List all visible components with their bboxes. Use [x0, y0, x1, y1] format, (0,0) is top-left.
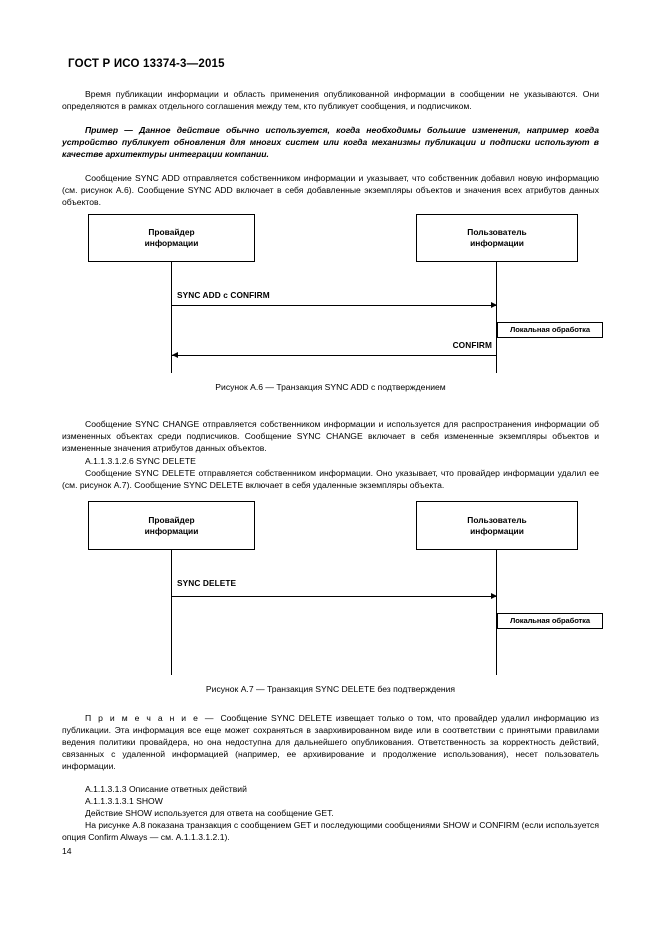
figure-a7-message-line-sync-delete: [172, 596, 497, 597]
paragraph-text: Время публикации информации и область пр…: [62, 89, 599, 112]
figure-a6-message-label-confirm: CONFIRM: [452, 340, 492, 350]
note-paragraph: П р и м е ч а н и е — Сообщение SYNC DEL…: [62, 712, 599, 772]
figure-a7-lifeline-provider: [171, 550, 172, 675]
figure-a7-message-label-sync-delete: SYNC DELETE: [177, 578, 237, 588]
figure-a6-lifeline-provider: [171, 262, 172, 373]
paragraph-text: Сообщение SYNC ADD отправляется собствен…: [62, 173, 599, 208]
heading-response-description: А.1.1.3.1.3 Описание ответных действий: [85, 784, 247, 794]
figure-a6-actor-information-provider: Провайдер информации: [88, 214, 255, 262]
figure-a7-caption: Рисунок А.7 — Транзакция SYNC DELETE без…: [205, 684, 456, 694]
paragraph-text: На рисунке А.8 показана транзакция с соо…: [62, 820, 599, 843]
paragraph-text: Сообщение SYNC CHANGE отправляется собст…: [62, 419, 599, 454]
example-text: Пример — Данное действие обычно использу…: [62, 125, 599, 160]
actor-label-line2: информации: [470, 525, 524, 536]
figure-a7-local-processing-box: Локальная обработка: [497, 613, 603, 629]
figure-a6-local-processing-box: Локальная обработка: [497, 322, 603, 338]
figure-a7-lifeline-user: [496, 550, 497, 675]
paragraph-sync-change: Сообщение SYNC CHANGE отправляется собст…: [62, 418, 599, 454]
actor-label-line1: Пользователь: [467, 514, 527, 525]
paragraph-show-action: Действие SHOW используется для ответа на…: [62, 807, 599, 819]
heading-response-description-wrapper: А.1.1.3.1.3 Описание ответных действий: [62, 783, 599, 795]
actor-label-line1: Провайдер: [148, 514, 195, 525]
paragraph-figure-a8-reference: На рисунке А.8 показана транзакция с соо…: [62, 819, 599, 843]
paragraph-text: Сообщение SYNC DELETE отправляется собст…: [62, 468, 599, 491]
paragraph-publication-time: Время публикации информации и область пр…: [62, 88, 599, 112]
note-label: П р и м е ч а н и е —: [85, 713, 221, 723]
note-block: П р и м е ч а н и е — Сообщение SYNC DEL…: [62, 712, 599, 772]
actor-label-line1: Провайдер: [148, 227, 195, 237]
figure-a7-actor-information-provider: Провайдер информации: [88, 501, 255, 550]
page-number: 14: [62, 846, 72, 856]
document-header-standard-number: ГОСТ Р ИСО 13374-3—2015: [68, 58, 225, 70]
heading-show: А.1.1.3.1.3.1 SHOW: [85, 796, 163, 806]
paragraph-sync-add: Сообщение SYNC ADD отправляется собствен…: [62, 172, 599, 208]
figure-a6-message-label-sync-add: SYNC ADD с CONFIRM: [177, 290, 270, 300]
heading-sync-delete-wrapper: А.1.1.3.1.2.6 SYNC DELETE: [62, 455, 599, 467]
figure-a6-lifeline-user: [496, 262, 497, 373]
actor-label-line2: информации: [144, 238, 199, 248]
paragraph-sync-delete: Сообщение SYNC DELETE отправляется собст…: [62, 467, 599, 491]
figure-a6-caption: Рисунок А.6 — Транзакция SYNC ADD с подт…: [215, 382, 446, 392]
actor-label-line2: информации: [470, 238, 524, 248]
figure-a6-message-line-sync-add: [172, 305, 497, 306]
figure-a7-actor-information-user: Пользователь информации: [416, 501, 578, 550]
note-text: Сообщение SYNC DELETE извещает только о …: [62, 713, 599, 772]
actor-label-line1: Пользователь: [467, 227, 527, 237]
figure-a6-message-line-confirm: [172, 355, 497, 356]
figure-a7-arrowhead-right-icon: [491, 593, 497, 599]
heading-show-wrapper: А.1.1.3.1.3.1 SHOW: [62, 795, 599, 807]
actor-label-line2: информации: [144, 525, 199, 536]
figure-a6-arrowhead-left-icon: [172, 352, 178, 358]
figure-a6-actor-information-user: Пользователь информации: [416, 214, 578, 262]
heading-sync-delete: А.1.1.3.1.2.6 SYNC DELETE: [85, 456, 196, 466]
paragraph-text: Действие SHOW используется для ответа на…: [85, 808, 334, 818]
figure-a6-arrowhead-right-icon: [491, 302, 497, 308]
example-block: Пример — Данное действие обычно использу…: [62, 124, 599, 160]
